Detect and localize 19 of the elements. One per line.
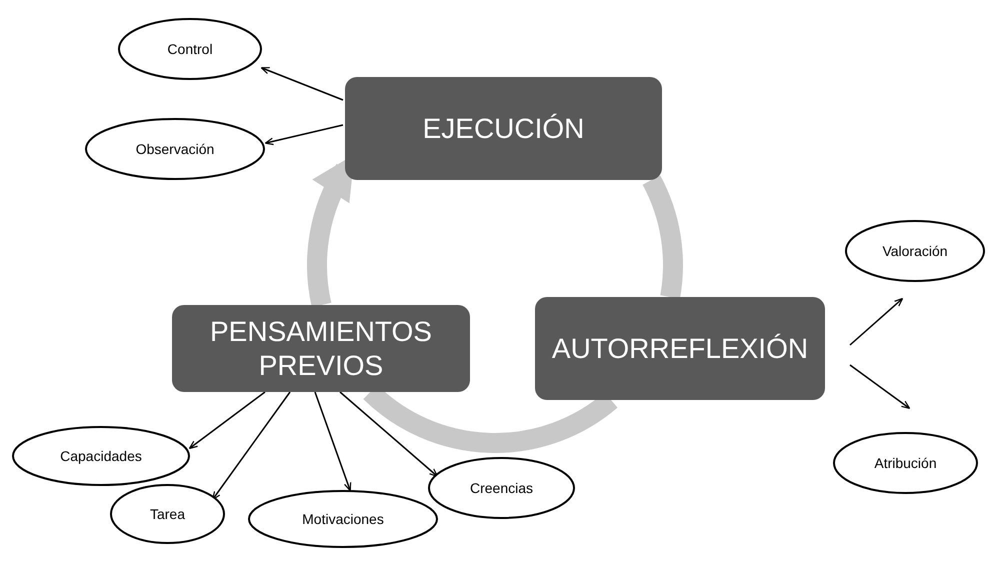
process-box: PENSAMIENTOS PREVIOS bbox=[172, 305, 470, 392]
node-label: Control bbox=[167, 41, 213, 57]
process-box: AUTORREFLEXIÓN bbox=[535, 297, 825, 400]
node-label: Motivaciones bbox=[302, 511, 384, 527]
arrow bbox=[314, 392, 352, 492]
arrow bbox=[850, 298, 904, 346]
arrow bbox=[340, 391, 438, 478]
node-label: Atribución bbox=[874, 455, 937, 471]
node-label: Observación bbox=[136, 141, 214, 157]
arrow bbox=[188, 391, 266, 450]
node-label: Valoración bbox=[882, 243, 948, 259]
arrow bbox=[264, 124, 344, 146]
process-box: EJECUCIÓN bbox=[345, 77, 662, 180]
node-label: Creencias bbox=[470, 480, 534, 496]
node-label: Capacidades bbox=[60, 448, 142, 464]
arrow bbox=[212, 392, 291, 500]
arrow bbox=[850, 364, 910, 410]
node-label: Tarea bbox=[150, 506, 186, 522]
arrow bbox=[260, 67, 344, 101]
